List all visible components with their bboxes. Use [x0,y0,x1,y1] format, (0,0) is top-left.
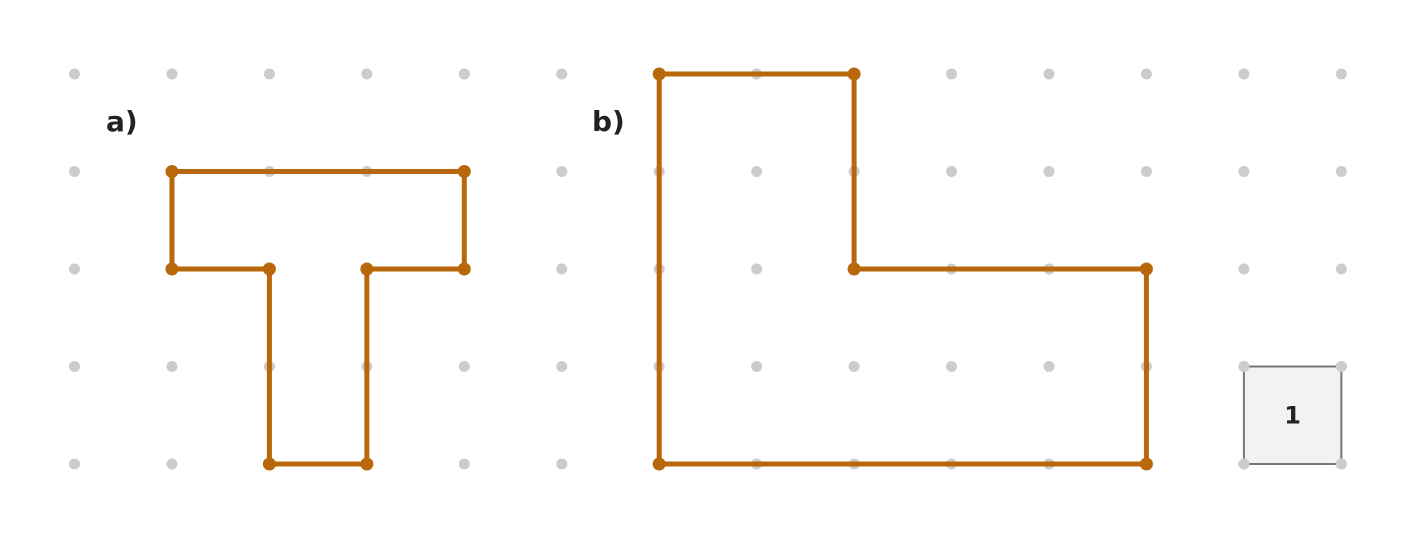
grid-dot [946,361,958,372]
shape-vertex [457,262,471,276]
shape-a-outline [169,169,467,467]
grid-dot [1238,458,1250,470]
grid-dot [946,68,958,80]
shape-vertex [1139,457,1153,471]
grid-dot [458,361,470,372]
grid-dot [1238,361,1250,372]
grid-dot [1335,68,1347,80]
unit-square-label: 1 [1284,401,1301,429]
grid-dot [556,361,568,372]
grid-dot [751,361,763,372]
shape-vertex [1139,262,1153,276]
shape-vertex [262,262,276,276]
shape-vertex [457,165,471,178]
shape-a-t-shape [165,165,471,471]
grid-dot [1140,166,1152,177]
shape-vertex [847,67,861,81]
grid-dot [458,68,470,80]
grid-dot [556,263,568,275]
grid-dot [946,166,958,177]
grid-dot [166,361,178,372]
grid-dot [751,166,763,177]
shape-vertex [360,457,374,471]
figure-a-label: a) [106,105,138,138]
shape-a-vertices [165,165,471,471]
grid-dot [69,68,80,80]
grid-dot [361,68,373,80]
grid-dot [1335,458,1347,470]
shape-vertex [360,262,374,276]
shape-vertex [652,67,666,81]
grid-dot [1043,68,1055,80]
grid-dot [556,458,568,470]
grid-dot [1140,68,1152,80]
grid-dot [556,68,568,80]
grid-dot [1238,68,1250,80]
grid-dot [1335,263,1347,275]
unit-square [1242,365,1343,465]
grid-dot [556,166,568,177]
grid-dot [166,458,178,470]
grid-dot [458,458,470,470]
grid-dot [166,68,178,80]
grid-dot [69,458,80,470]
grid-dot [1043,166,1055,177]
grid-dot [1238,263,1250,275]
shape-vertex [847,262,861,276]
figure-b-label: b) [592,105,625,138]
grid-dot [1335,361,1347,372]
shape-b-outline [656,71,1149,467]
grid-dot [1335,166,1347,177]
grid-dot [69,166,80,177]
grid-dot [69,263,80,275]
shape-b-l-shape [652,67,1153,471]
shape-vertex [165,262,179,276]
shape-b-vertices [652,67,1153,471]
grid-dot [1238,166,1250,177]
grid-dot [263,68,275,80]
shape-vertex [165,165,179,178]
grid-dot [848,361,860,372]
shape-vertex [262,457,276,471]
unit-square-legend: 1 [1238,361,1347,470]
grid-dot [751,263,763,275]
shape-vertex [652,457,666,471]
grid-dot [1043,361,1055,372]
grid-dot [69,361,80,372]
